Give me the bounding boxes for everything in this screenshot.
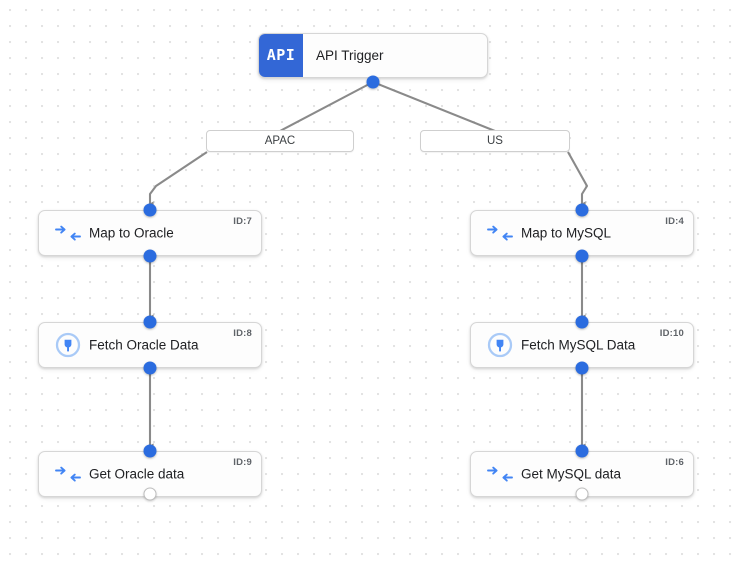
branch-label-text: APAC [264,135,296,147]
node-api-trigger[interactable]: API API Trigger [258,33,488,78]
port-output-map-to-mysql[interactable] [575,249,589,263]
plug-connector-icon [485,330,515,360]
port-output-get-mysql-data[interactable] [575,487,589,501]
map-arrows-icon [53,459,83,489]
edge-trigger-to-us [372,81,496,132]
branch-label-apac[interactable]: APAC [206,130,354,152]
node-fetch-mysql-data[interactable]: Fetch MySQL Data ID:10 [470,322,694,368]
node-title: Get Oracle data [89,466,185,482]
port-input-get-mysql-data[interactable] [575,444,589,458]
api-badge-icon: API [259,34,303,77]
node-map-to-mysql[interactable]: Map to MySQL ID:4 [470,210,694,256]
port-input-map-to-oracle[interactable] [143,203,157,217]
port-input-map-to-mysql[interactable] [575,203,589,217]
port-output-fetch-mysql-data[interactable] [575,361,589,375]
edge-trigger-to-apac [279,81,374,132]
map-arrows-icon [53,218,83,248]
branch-label-us[interactable]: US [420,130,570,152]
port-input-fetch-mysql-data[interactable] [575,315,589,329]
port-input-fetch-oracle-data[interactable] [143,315,157,329]
port-output-api-trigger[interactable] [366,75,380,89]
node-title: API Trigger [316,48,384,63]
node-get-oracle-data[interactable]: Get Oracle data ID:9 [38,451,262,497]
map-arrows-icon [485,459,515,489]
api-badge-text: API [266,46,296,64]
node-id-badge: ID:4 [665,216,684,227]
plug-connector-icon [53,330,83,360]
node-id-badge: ID:7 [233,216,252,227]
branch-label-text: US [487,135,503,147]
node-id-badge: ID:9 [233,457,252,468]
port-input-get-oracle-data[interactable] [143,444,157,458]
node-id-badge: ID:8 [233,328,252,339]
node-title: Map to Oracle [89,225,174,241]
edge-apac-to-map-oracle [147,151,208,209]
node-title: Map to MySQL [521,225,612,241]
node-title: Get MySQL data [521,466,622,482]
node-id-badge: ID:10 [659,328,684,339]
port-output-fetch-oracle-data[interactable] [143,361,157,375]
node-id-badge: ID:6 [665,457,684,468]
node-title: Fetch MySQL Data [521,337,636,353]
port-output-get-oracle-data[interactable] [143,487,157,501]
map-arrows-icon [485,218,515,248]
edge-us-to-map-mysql [567,151,589,209]
port-output-map-to-oracle[interactable] [143,249,157,263]
node-title: Fetch Oracle Data [89,337,199,353]
